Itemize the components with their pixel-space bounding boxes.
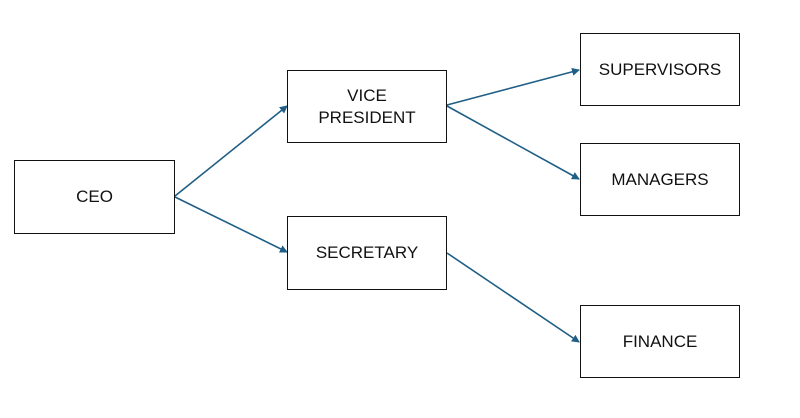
node-supervisors: SUPERVISORS	[580, 33, 740, 106]
arrow-secretary-to-finance	[446, 252, 580, 343]
node-ceo: CEO	[14, 160, 175, 234]
node-secretary: SECRETARY	[287, 216, 447, 290]
node-vice-president: VICE PRESIDENT	[287, 70, 447, 143]
arrow-vice-president-to-supervisors	[446, 67, 580, 106]
node-managers: MANAGERS	[580, 143, 740, 216]
arrow-vice-president-to-managers	[446, 105, 580, 180]
node-finance: FINANCE	[580, 305, 740, 378]
arrow-ceo-to-vice-president	[174, 105, 288, 197]
arrow-ceo-to-secretary	[174, 196, 288, 253]
